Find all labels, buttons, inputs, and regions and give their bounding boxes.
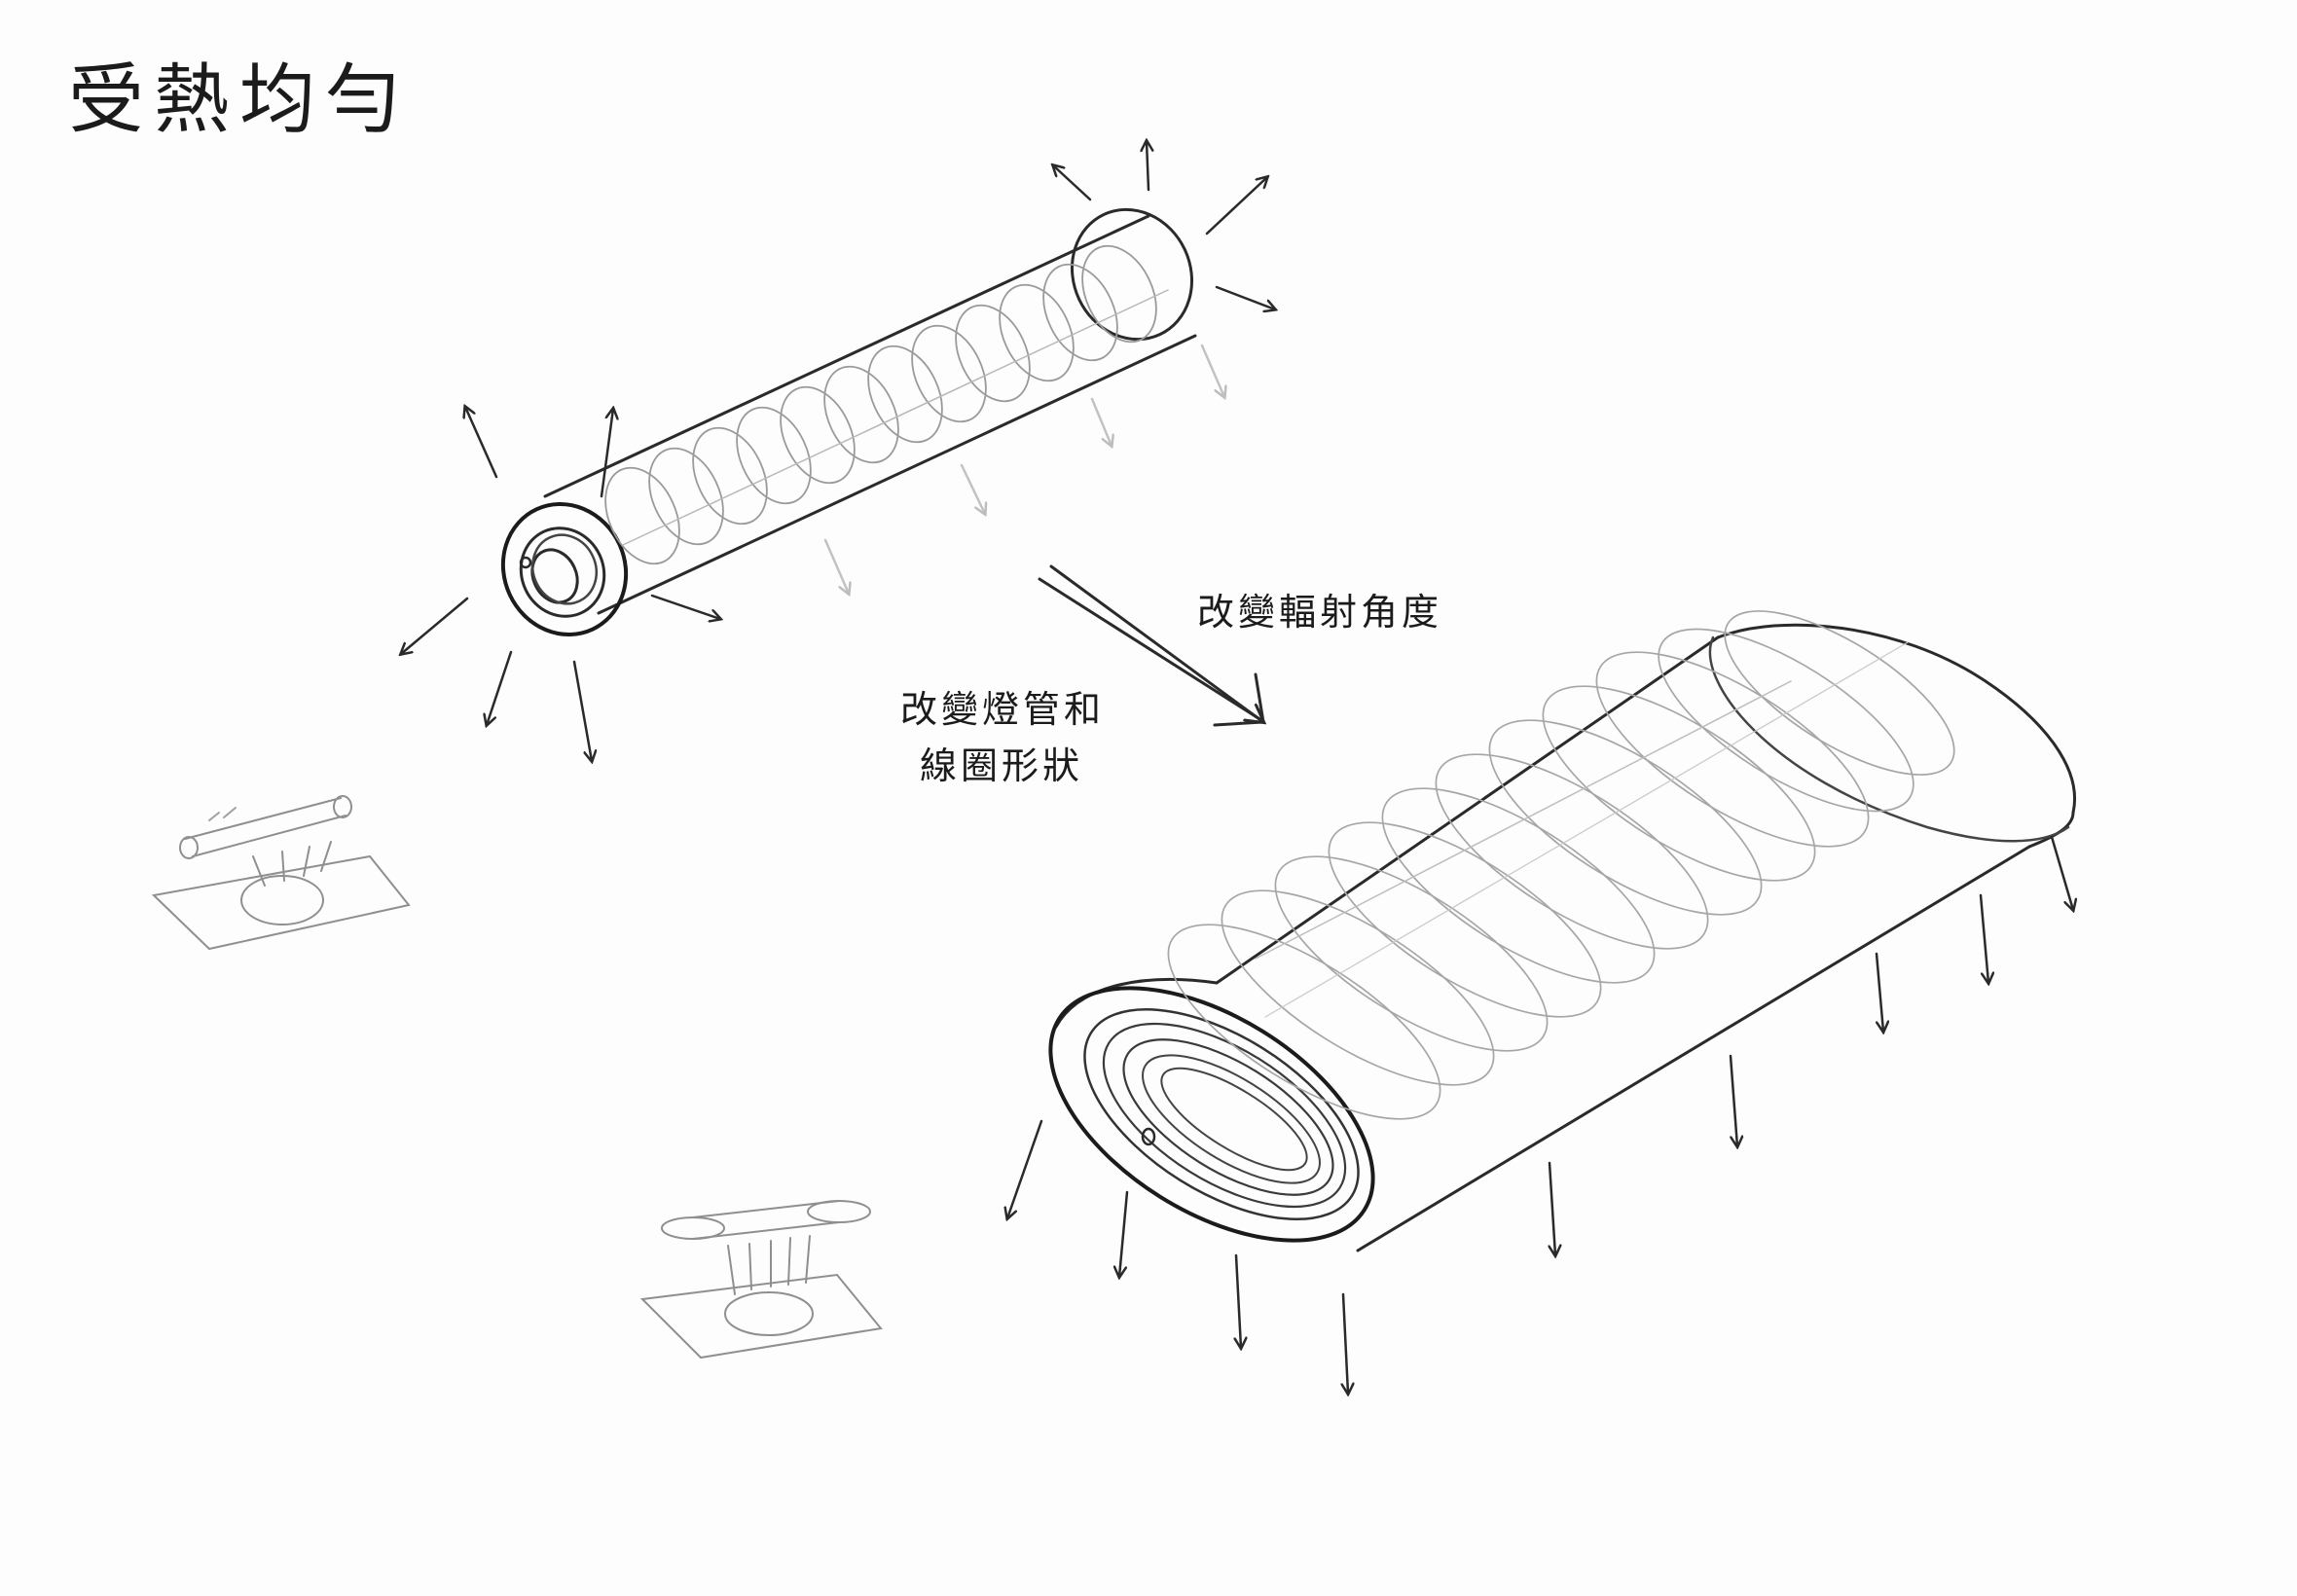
label-change-angle: 改變輻射角度	[1197, 591, 1443, 634]
label-change-shape: 改變燈管和 線圈形狀	[900, 681, 1105, 794]
radiation-arrows-faint	[823, 344, 1224, 594]
transition-arrow	[1038, 564, 1263, 727]
small-sketch-flat-tube-on-plate	[639, 1200, 883, 1360]
label-change-shape-line2: 線圈形狀	[920, 744, 1084, 787]
radiation-arrows-downward	[1007, 835, 2073, 1394]
flattened-lamp-tube	[1048, 610, 2076, 1252]
label-change-shape-line1: 改變燈管和	[900, 688, 1106, 731]
small-sketch-tube-on-plate	[151, 795, 411, 951]
radiation-arrows-omnidirectional	[401, 141, 1275, 761]
page-title: 受熱均勻	[68, 56, 412, 144]
cylindrical-lamp-tube	[500, 207, 1197, 636]
